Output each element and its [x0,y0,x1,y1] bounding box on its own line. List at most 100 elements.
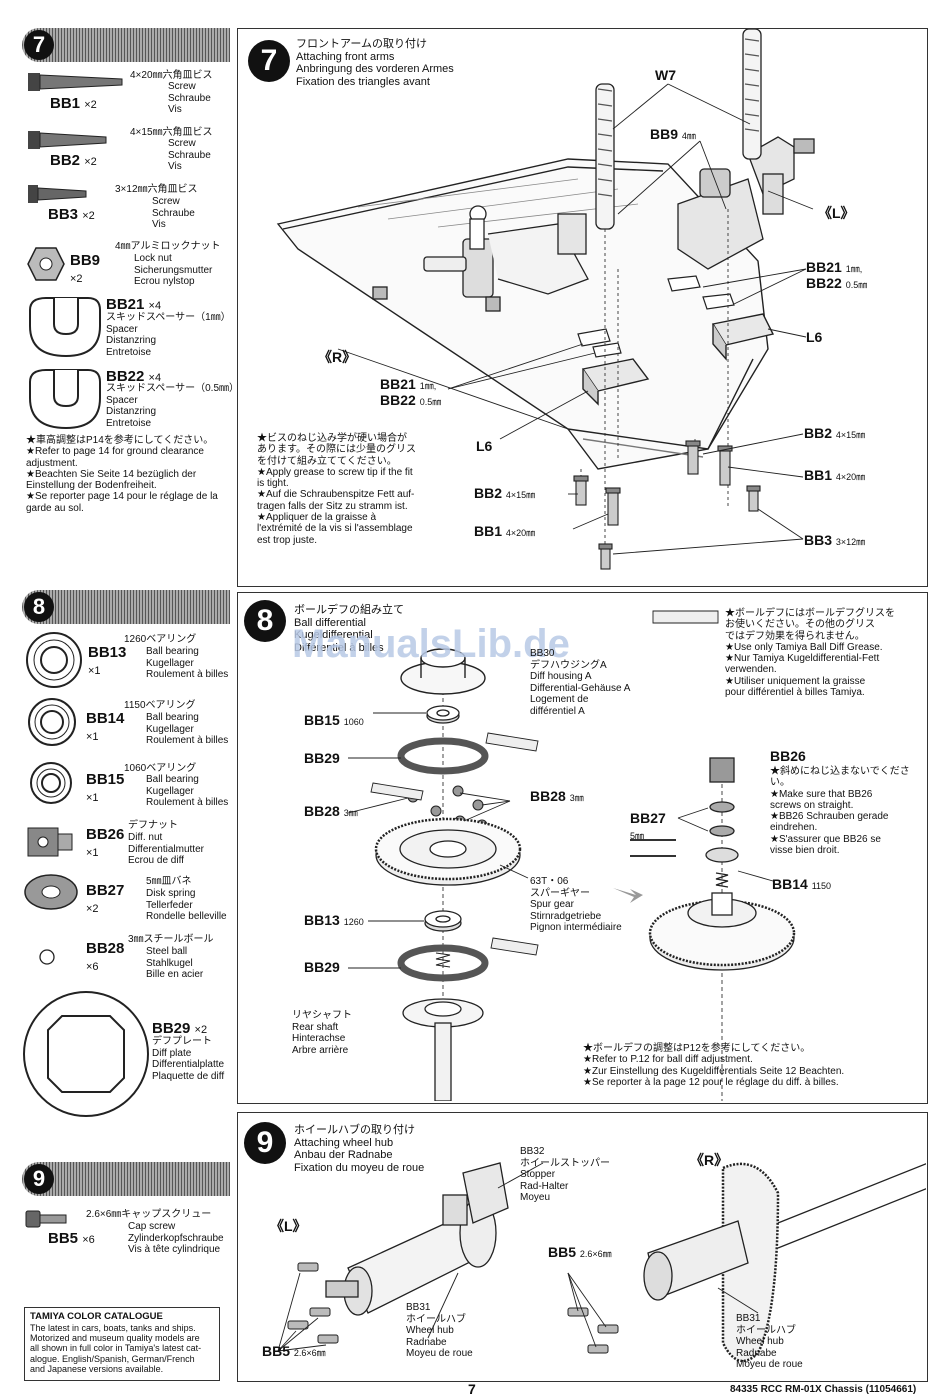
step8-number-badge: 8 [24,592,54,622]
catalogue-title: TAMIYA COLOR CATALOGUE [30,1311,163,1322]
step8-title: ボールデフの組み立て Ball differential Kugeldiffer… [294,604,404,654]
label-bb29-top: BB29 [304,750,340,766]
step9-big-number: 9 [244,1122,286,1164]
bb26-straight-note: ★斜めにねじ込まないでください。 ★Make sure that BB26 sc… [770,766,910,857]
part-spec: 4㎜アルミロックナット [115,241,221,252]
label-bb1-left: BB1 4×20㎜ [474,523,536,539]
part-names: Screw Schraube Vis [168,138,211,172]
part-names: スキッドスペーサー（1㎜） Spacer Distanzring Entreto… [106,312,231,358]
label-bb9: BB9 4㎜ [650,126,696,142]
label-bb5-right: BB5 2.6×6㎜ [548,1244,612,1260]
ball-diff-adjust-note: ★ボールデフの調整はP12を参考にしてください。 ★Refer to P.12 … [583,1043,845,1088]
wheel-hub-assembly-diagram [277,1162,926,1363]
label-bb26: BB26 [770,748,806,764]
part-code: BB3 ×2 [48,206,95,223]
label-bb22-right: BB22 0.5㎜ [806,275,868,291]
lock-nut-icon [27,247,65,281]
diff-housing-label: BB30 デフハウジングA Diff housing A Differentia… [530,648,631,717]
part-names: Ball bearing Kugellager Roulement à bill… [146,712,229,746]
wheel-stopper-label: BB32 ホイールストッパー Stopper Rad-Halter Moyeu [520,1146,610,1203]
part-code: BB5 ×6 [48,1230,95,1247]
spacer-05mm-icon [29,369,101,430]
bb2-screw-icon [28,131,107,149]
part-names: Steel ball Stahlkugel Bille en acier [146,946,204,980]
part-spec: 3×12㎜六角皿ビス [115,184,198,195]
ball-diff-grease-note: ★ボールデフにはボールデフグリスを お使いください。その他のグリス ではデフ効果… [725,608,895,699]
cap-screw-icon [25,1210,67,1228]
part-spec: 1260ベアリング [124,634,197,645]
diff-nut-icon [27,827,73,857]
label-bb28-right: BB28 3㎜ [530,788,584,804]
label-l6-right: L6 [806,329,823,345]
part-code: BB2 ×2 [50,152,97,169]
bb3-screw-icon [28,185,87,203]
label-bb3-right: BB3 3×12㎜ [804,532,866,548]
label-right-hub: 《R》 [690,1152,729,1168]
label-bb1-right: BB1 4×20㎜ [804,467,866,483]
label-w7: W7 [655,67,676,83]
step7-panel [237,28,928,587]
step9-number-badge: 9 [24,1164,54,1194]
label-bb15: BB15 1060 [304,712,364,728]
label-bb2-left: BB2 4×15㎜ [474,485,536,501]
step7-parts-header [22,28,230,62]
step9-panel [237,1112,928,1382]
product-code: 84335 RCC RM-01X Chassis (11054661) [730,1384,917,1395]
catalogue-body: The latest in cars, boats, tanks and shi… [30,1323,202,1374]
part-names: スキッドスペーサー（0.5㎜） Spacer Distanzring Entre… [106,383,240,429]
label-bb21-right: BB21 1㎜, [806,259,863,275]
bearing-1060-icon [30,762,72,804]
part-spec: 3㎜スチールボール [128,934,214,945]
part-code: BB21 ×4 [106,296,162,313]
label-bb28-left: BB28 3㎜ [304,803,358,819]
part-names: Diff. nut Differentialmutter Ecrou de di… [128,832,204,866]
page-number: 7 [468,1381,476,1397]
wheel-hub-label-right: BB31 ホイールハブ Wheel hub Radnabe Moyeu de r… [736,1313,803,1370]
label-left-side: 《L》 [818,205,855,221]
label-bb5-left: BB5 2.6×6㎜ [262,1343,326,1359]
label-bb21-left: BB21 1㎜, [380,376,437,392]
label-bb29-bottom: BB29 [304,959,340,975]
step7-title: フロントアームの取り付け Attaching front arms Anbrin… [296,38,454,88]
part-code: BB13×1 [88,644,127,677]
part-names: Disk spring Tellerfeder Rondelle bellevi… [146,888,227,922]
wheel-hub-label-left: BB31 ホイールハブ Wheel hub Radnabe Moyeu de r… [406,1302,473,1359]
color-catalogue-box [24,1307,220,1381]
part-spec: 4×20㎜六角皿ビス [130,70,213,81]
label-left-hub: 《L》 [270,1218,307,1234]
part-spec: 1150ベアリング [124,700,196,711]
step9-parts-header [22,1162,230,1196]
part-code: BB26×1 [86,826,125,859]
bearing-1150-icon [28,698,76,746]
step8-parts-header [22,590,230,624]
part-names: Screw Schraube Vis [168,81,211,115]
part-spec: 4×15㎜六角皿ビス [130,127,213,138]
part-spec: 5㎜皿バネ [146,876,192,887]
part-code: BB22 ×4 [106,368,162,385]
step8-big-number: 8 [244,600,286,642]
part-code: BB15×1 [86,771,125,804]
bearing-1260-icon [26,632,82,688]
spur-gear-label: 63T・06 スパーギヤー Spur gear Stirnradgetriebe… [530,876,622,933]
step8-panel [237,592,928,1104]
ball-diff-assembly-diagram [347,610,796,1101]
spacer-1mm-icon [29,297,101,358]
label-bb2-right: BB2 4×15㎜ [804,425,866,441]
part-code: BB27×2 [86,882,125,915]
step7-number-badge: 7 [24,30,54,60]
part-spec: 1060ベアリング [124,763,197,774]
step9-title: ホイールハブの取り付け Attaching wheel hub Anbau de… [294,1124,425,1174]
front-arm-assembly-diagram [276,29,815,570]
label-right-side: 《R》 [318,349,357,365]
part-names: Cap screw Zylinderkopfschraube Vis à têt… [128,1221,224,1255]
part-code: BB14×1 [86,710,125,743]
part-code: BB9×2 [70,252,101,285]
disk-spring-icon [24,874,78,910]
part-code: BB1 ×2 [50,95,97,112]
part-names: Lock nut Sicherungsmutter Ecrou nylstop [134,253,213,287]
label-l6-left: L6 [476,438,493,454]
diff-plate-icon [23,991,149,1117]
rear-shaft-label: リヤシャフト Rear shaft Hinterachse Arbre arri… [292,1010,352,1056]
